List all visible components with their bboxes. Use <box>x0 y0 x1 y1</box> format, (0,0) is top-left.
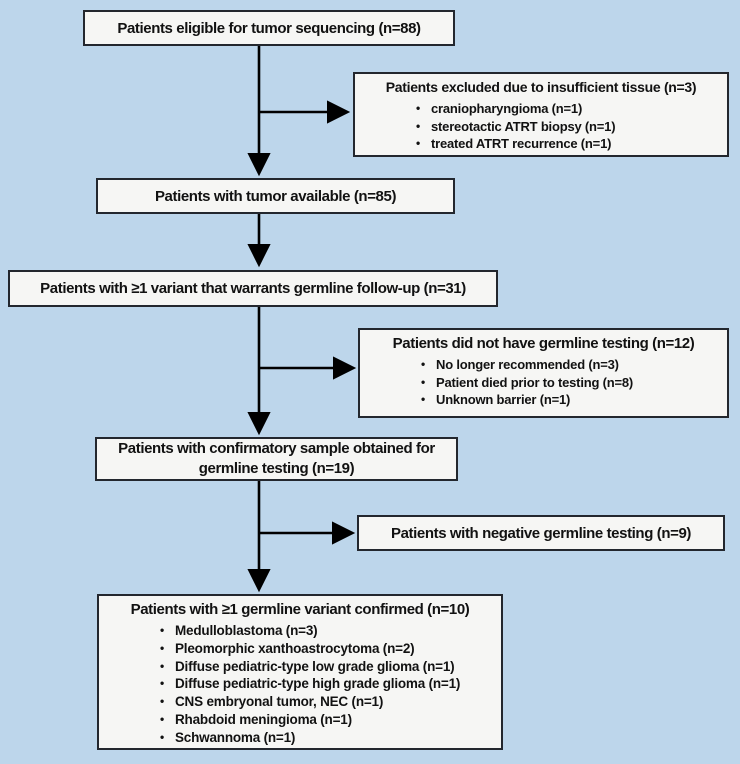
box-negative-testing-title: Patients with negative germline testing … <box>391 524 691 542</box>
list-item: Diffuse pediatric-type low grade glioma … <box>159 658 497 676</box>
list-item: Pleomorphic xanthoastrocytoma (n=2) <box>159 640 497 658</box>
box-confirmatory-sample-title: Patients with confirmatory sample obtain… <box>118 440 435 477</box>
list-item: Medulloblastoma (n=3) <box>159 622 497 640</box>
list-item: Unknown barrier (n=1) <box>420 391 723 409</box>
box-tumor-available-title: Patients with tumor available (n=85) <box>154 187 397 205</box>
box-no-germline-testing: Patients did not have germline testing (… <box>358 328 729 418</box>
no-germline-testing-list: No longer recommended (n=3) Patient died… <box>360 356 727 409</box>
list-item: Schwannoma (n=1) <box>159 729 497 747</box>
variant-confirmed-list: Medulloblastoma (n=3) Pleomorphic xantho… <box>99 622 501 747</box>
list-item: Diffuse pediatric-type high grade glioma… <box>159 675 497 693</box>
box-confirmatory-sample: Patients with confirmatory sample obtain… <box>95 437 458 481</box>
box-excluded-tissue: Patients excluded due to insufficient ti… <box>353 72 729 157</box>
box-variant-confirmed: Patients with ≥1 germline variant confir… <box>97 594 503 750</box>
box-variant-confirmed-title: Patients with ≥1 germline variant confir… <box>130 601 470 618</box>
box-variant-warrants: Patients with ≥1 variant that warrants g… <box>8 270 498 307</box>
box-negative-testing: Patients with negative germline testing … <box>357 515 725 551</box>
list-item: Rhabdoid meningioma (n=1) <box>159 711 497 729</box>
list-item: treated ATRT recurrence (n=1) <box>415 135 723 153</box>
excluded-tissue-list: craniopharyngioma (n=1) stereotactic ATR… <box>355 100 727 153</box>
box-tumor-available: Patients with tumor available (n=85) <box>96 178 455 214</box>
list-item: CNS embryonal tumor, NEC (n=1) <box>159 693 497 711</box>
list-item: Patient died prior to testing (n=8) <box>420 374 723 392</box>
box-variant-warrants-title: Patients with ≥1 variant that warrants g… <box>40 280 466 297</box>
box-excluded-tissue-title: Patients excluded due to insufficient ti… <box>385 79 697 95</box>
list-item: craniopharyngioma (n=1) <box>415 100 723 118</box>
list-item: stereotactic ATRT biopsy (n=1) <box>415 118 723 136</box>
box-eligible-title: Patients eligible for tumor sequencing (… <box>117 19 421 37</box>
box-no-germline-testing-title: Patients did not have germline testing (… <box>392 335 695 352</box>
box-eligible: Patients eligible for tumor sequencing (… <box>83 10 455 46</box>
list-item: No longer recommended (n=3) <box>420 356 723 374</box>
